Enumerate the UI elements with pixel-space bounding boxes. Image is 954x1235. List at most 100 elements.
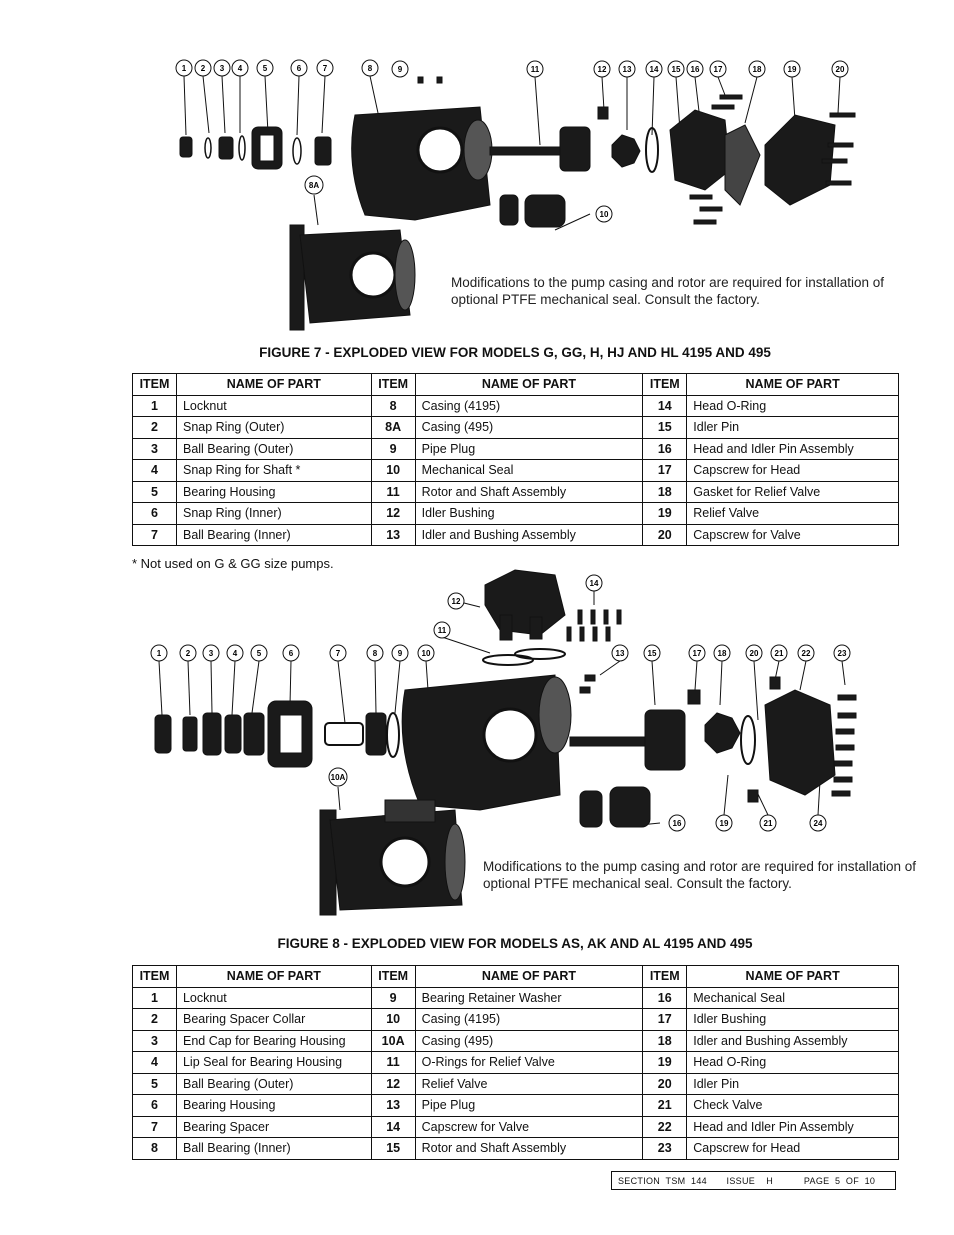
figure-8-note: Modifications to the pump casing and rot…: [483, 859, 916, 891]
item-number: 9: [370, 437, 416, 460]
part-name: Check Valve: [686, 1094, 899, 1117]
part-name: Ball Bearing (Outer): [175, 1072, 372, 1095]
column-header: ITEM: [370, 373, 416, 396]
part-name: Relief Valve: [686, 502, 899, 525]
item-number: 19: [642, 1051, 688, 1074]
fig7-callout: 11: [531, 65, 540, 74]
fig8-callout: 6: [289, 649, 294, 658]
column-header: NAME OF PART: [414, 373, 644, 396]
table-row: 2 Snap Ring (Outer) 8A Casing (495) 15 I…: [132, 416, 899, 439]
fig7-callout: 14: [650, 65, 659, 74]
table-row: 7 Bearing Spacer 14 Capscrew for Valve 2…: [132, 1115, 899, 1138]
fig7-callout: 2: [201, 64, 206, 73]
fig8-callout: 21: [775, 649, 784, 658]
part-name: Casing (4195): [414, 1008, 644, 1031]
item-number: 19: [642, 502, 688, 525]
table-row: 8 Ball Bearing (Inner) 15 Rotor and Shaf…: [132, 1137, 899, 1160]
item-number: 17: [642, 459, 688, 482]
item-number: 23: [642, 1137, 688, 1160]
fig8-callout: 4: [233, 649, 238, 658]
table-row: 5 Ball Bearing (Outer) 12 Relief Valve 2…: [132, 1072, 899, 1095]
item-number: 16: [642, 986, 688, 1009]
column-header: NAME OF PART: [686, 373, 899, 396]
item-number: 14: [370, 1115, 416, 1138]
table-1-footnote: * Not used on G & GG size pumps.: [132, 556, 334, 571]
part-name: O-Rings for Relief Valve: [414, 1051, 644, 1074]
fig8-callout: 8: [373, 649, 378, 658]
column-header: ITEM: [370, 965, 416, 988]
part-name: Gasket for Relief Valve: [686, 480, 899, 503]
table-row: 4 Snap Ring for Shaft * 10 Mechanical Se…: [132, 459, 899, 482]
item-number: 1: [132, 394, 177, 417]
fig7-callout: 3: [220, 64, 225, 73]
item-number: 13: [370, 523, 416, 546]
item-number: 3: [132, 437, 177, 460]
item-number: 7: [132, 523, 177, 546]
item-number: 10A: [370, 1029, 416, 1052]
fig8-callout: 20: [750, 649, 759, 658]
fig8-callout: 16: [673, 819, 682, 828]
item-number: 7: [132, 1115, 177, 1138]
part-name: Rotor and Shaft Assembly: [414, 480, 644, 503]
item-number: 10: [370, 459, 416, 482]
fig8-callout: 14: [590, 579, 599, 588]
column-header: ITEM: [642, 965, 688, 988]
figure-8-exploded-view: 1 2 3 4 5 6 7 8 9 10 11 12 13 14 15 17 1…: [0, 565, 954, 925]
item-number: 15: [370, 1137, 416, 1160]
part-name: Snap Ring (Inner): [175, 502, 372, 525]
parts-table-figure-7: ITEM NAME OF PART ITEM NAME OF PART ITEM…: [132, 373, 899, 546]
item-number: 2: [132, 1008, 177, 1031]
column-header: ITEM: [132, 965, 177, 988]
part-name: Snap Ring (Outer): [175, 416, 372, 439]
item-number: 2: [132, 416, 177, 439]
part-name: Bearing Spacer: [175, 1115, 372, 1138]
table-row: 6 Snap Ring (Inner) 12 Idler Bushing 19 …: [132, 502, 899, 525]
fig8-callout: 15: [648, 649, 657, 658]
part-name: Bearing Housing: [175, 1094, 372, 1117]
fig7-callout: 18: [753, 65, 762, 74]
figure-7-drawing: 1 2 3 4 5 6 7 8 9 11 12 13 14 15 16 17 1…: [175, 59, 856, 331]
fig8-callout: 24: [814, 819, 823, 828]
part-name: Mechanical Seal: [686, 986, 899, 1009]
part-name: Head and Idler Pin Assembly: [686, 1115, 899, 1138]
item-number: 11: [370, 1051, 416, 1074]
item-number: 12: [370, 502, 416, 525]
fig8-callout: 12: [452, 597, 461, 606]
item-number: 22: [642, 1115, 688, 1138]
part-name: Bearing Housing: [175, 480, 372, 503]
part-name: Idler Bushing: [414, 502, 644, 525]
part-name: Capscrew for Valve: [414, 1115, 644, 1138]
fig7-callout: 5: [263, 64, 268, 73]
item-number: 21: [642, 1094, 688, 1117]
item-number: 4: [132, 1051, 177, 1074]
item-number: 6: [132, 502, 177, 525]
item-number: 4: [132, 459, 177, 482]
item-number: 16: [642, 437, 688, 460]
fig8-callout: 3: [209, 649, 214, 658]
part-name: Capscrew for Head: [686, 459, 899, 482]
fig8-callout: 5: [257, 649, 262, 658]
table-row: 4 Lip Seal for Bearing Housing 11 O-Ring…: [132, 1051, 899, 1074]
part-name: Capscrew for Valve: [686, 523, 899, 546]
part-name: Ball Bearing (Inner): [175, 523, 372, 546]
fig8-callout: 10: [422, 649, 431, 658]
item-number: 3: [132, 1029, 177, 1052]
fig8-callout: 22: [802, 649, 811, 658]
item-number: 8: [132, 1137, 177, 1160]
item-number: 13: [370, 1094, 416, 1117]
part-name: Lip Seal for Bearing Housing: [175, 1051, 372, 1074]
part-name: Idler Pin: [686, 416, 899, 439]
fig7-callout: 9: [398, 65, 403, 74]
fig8-callout: 21: [764, 819, 773, 828]
part-name: Bearing Retainer Washer: [414, 986, 644, 1009]
table-row: 3 Ball Bearing (Outer) 9 Pipe Plug 16 He…: [132, 437, 899, 460]
fig8-callout: 11: [438, 626, 447, 635]
fig7-callout: 6: [297, 64, 302, 73]
part-name: Ball Bearing (Outer): [175, 437, 372, 460]
item-number: 20: [642, 1072, 688, 1095]
parts-table-figure-8: ITEM NAME OF PART ITEM NAME OF PART ITEM…: [132, 965, 899, 1160]
part-name: Idler and Bushing Assembly: [686, 1029, 899, 1052]
table-row: 5 Bearing Housing 11 Rotor and Shaft Ass…: [132, 480, 899, 503]
table-row: 1 Locknut 9 Bearing Retainer Washer 16 M…: [132, 986, 899, 1009]
fig7-callout: 1: [182, 64, 187, 73]
